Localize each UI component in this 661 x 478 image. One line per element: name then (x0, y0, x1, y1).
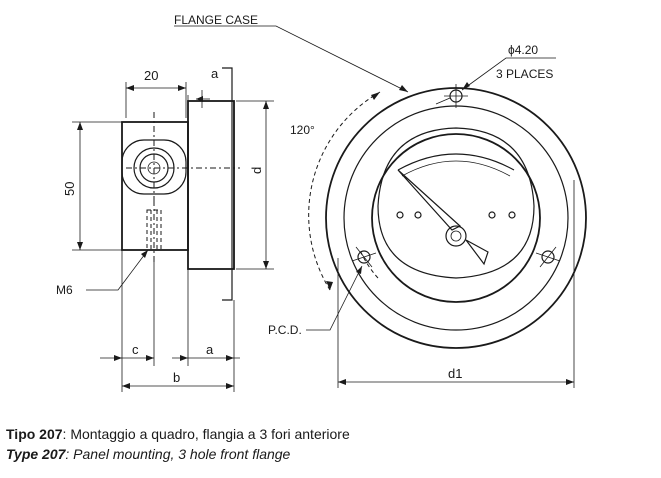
pcd-leader: P.C.D. (268, 265, 363, 337)
front-view (308, 84, 587, 349)
dimension-20: 20 (125, 68, 187, 118)
mounting-hole-left (351, 246, 377, 268)
dimension-d1: d1 (337, 180, 575, 388)
hole-diameter-leader: ϕ4.20 3 PLACES (435, 43, 556, 105)
pcd-label: P.C.D. (268, 323, 302, 337)
dimension-a-top: a (187, 66, 219, 108)
caption-type-en: Type 207 (6, 446, 66, 462)
dim-50-label: 50 (62, 182, 77, 196)
dim-c-label: c (132, 342, 139, 357)
hole-dia-label: ϕ4.20 (508, 43, 538, 57)
mounting-hole-right (535, 246, 561, 268)
caption-english: Type 207: Panel mounting, 3 hole front f… (6, 444, 350, 464)
flange-case-leader: FLANGE CASE (174, 13, 409, 93)
m6-leader: M6 (56, 249, 149, 297)
dim-d-label: d (249, 167, 264, 174)
caption: Tipo 207: Montaggio a quadro, flangia a … (6, 424, 350, 464)
bottom-dimensions: c a b (100, 250, 240, 392)
flange-case-label: FLANGE CASE (174, 13, 258, 27)
caption-italian: Tipo 207: Montaggio a quadro, flangia a … (6, 424, 350, 444)
caption-type-it: Tipo 207 (6, 426, 63, 442)
dim-d1-label: d1 (448, 366, 462, 381)
side-view (121, 67, 240, 301)
angle-label: 120° (290, 123, 315, 137)
three-places-label: 3 PLACES (496, 67, 553, 81)
dimension-d: d (236, 100, 274, 270)
m6-label: M6 (56, 283, 73, 297)
dimension-50: 50 (62, 121, 122, 251)
caption-text-en: : Panel mounting, 3 hole front flange (65, 446, 291, 462)
mounting-hole-top (444, 84, 468, 108)
dim-b-label: b (173, 370, 180, 385)
dim-a-top-label: a (211, 66, 219, 81)
dim-20-label: 20 (144, 68, 158, 83)
technical-drawing: 20 a d 50 M6 (56, 13, 587, 392)
dim-a-label: a (206, 342, 214, 357)
caption-text-it: : Montaggio a quadro, flangia a 3 fori a… (62, 426, 350, 442)
